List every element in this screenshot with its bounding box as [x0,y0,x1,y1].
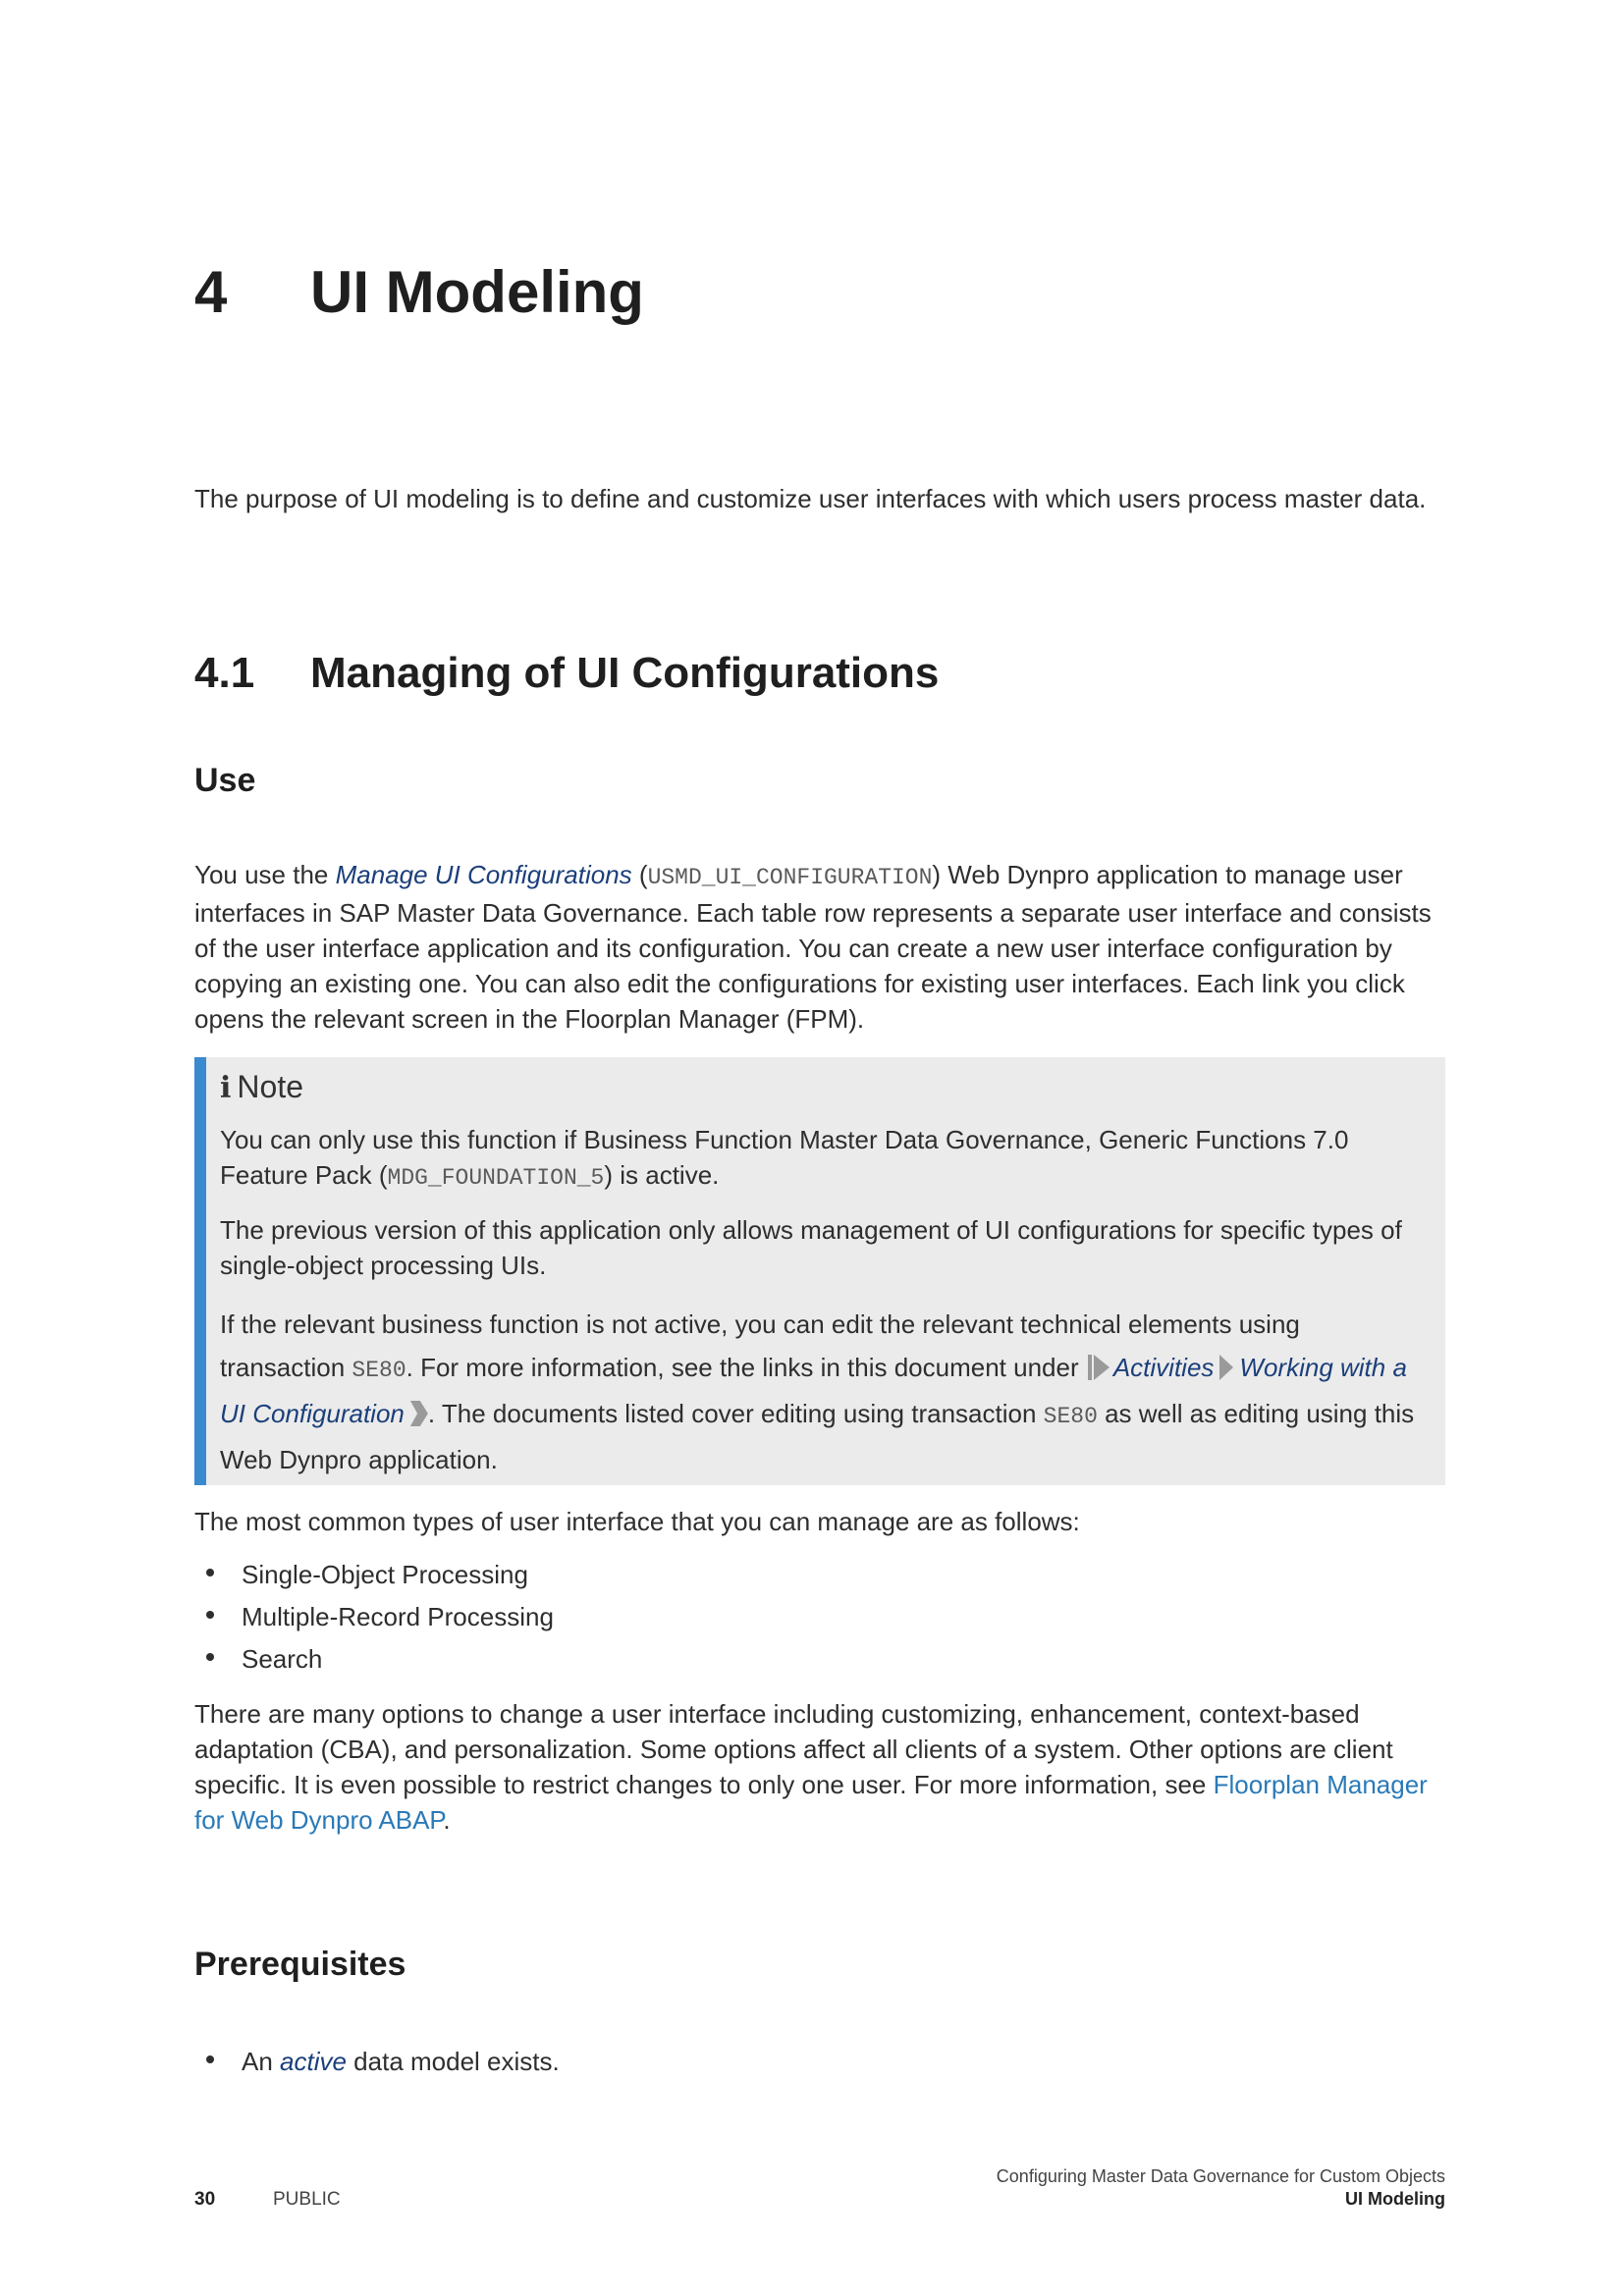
chapter-number: 4 [194,259,228,325]
list-item: Search [194,1641,554,1683]
transaction-code: SE80 [352,1358,406,1383]
manage-ui-configurations-link[interactable]: Manage UI Configurations [335,860,632,889]
note-text: If the relevant business function is not… [220,1309,1300,1382]
activities-link[interactable]: Activities [1112,1353,1215,1382]
options-text: There are many options to change a user … [194,1699,1393,1799]
path-start-bar-icon [1087,1355,1092,1380]
options-text-end: . [443,1805,451,1835]
app-code: USMD_UI_CONFIGURATION [647,865,933,890]
active-link[interactable]: active [280,2047,347,2076]
info-icon: i [220,1071,232,1105]
transaction-code: SE80 [1043,1404,1098,1429]
prereq-text: An [242,2047,281,2076]
path-separator-arrow-icon [1219,1355,1234,1380]
chapter-title: UI Modeling [310,259,644,325]
use-paragraph: You use the Manage UI Configurations (US… [194,857,1451,1037]
list-item: An active data model exists. [194,2044,560,2086]
note-paragraph-2: The previous version of this application… [220,1215,1402,1280]
business-function-code: MDG_FOUNDATION_5 [387,1165,605,1191]
note-text: You can only use this function if Busine… [220,1125,1349,1190]
working-with-ui-configuration-link[interactable]: Working with a UI Configuration [220,1353,1407,1428]
prereq-text: data model exists. [346,2047,560,2076]
options-paragraph: There are many options to change a user … [194,1696,1432,1838]
note-paragraph-3: If the relevant business function is not… [220,1303,1428,1481]
use-heading: Use [194,762,256,799]
note-text: as well as editing using this Web Dynpro… [220,1399,1415,1474]
footer-document-title: Configuring Master Data Governance for C… [996,2166,1445,2186]
footer-chapter-title: UI Modeling [1345,2189,1445,2209]
chapter-intro: The purpose of UI modeling is to define … [194,484,1427,513]
types-intro: The most common types of user interface … [194,1507,1080,1536]
note-text: ) is active. [604,1160,720,1190]
ui-types-list: Single-Object Processing Multiple-Record… [194,1557,554,1683]
prerequisites-heading: Prerequisites [194,1946,406,1983]
page-number: 30 [194,2189,216,2210]
floorplan-manager-link[interactable]: Floorplan Manager for Web Dynpro ABAP [194,1770,1428,1835]
section-number: 4.1 [194,649,255,697]
prerequisites-list: An active data model exists. [194,2044,560,2086]
note-text: . The documents listed cover editing usi… [427,1399,1044,1428]
use-text-end: ) Web Dynpro application to manage user … [194,860,1432,1034]
use-text-paren: ( [631,860,648,889]
section-title: Managing of UI Configurations [310,649,940,697]
note-paragraph-1: You can only use this function if Busine… [220,1122,1428,1196]
note-title: Note [237,1069,303,1104]
path-start-arrow-icon [1093,1355,1110,1380]
path-end-arrow-icon [409,1401,428,1426]
list-item: Multiple-Record Processing [194,1599,554,1641]
classification-label: PUBLIC [273,2189,341,2210]
list-item: Single-Object Processing [194,1557,554,1599]
use-text-start: You use the [194,860,336,889]
note-text: . For more information, see the links in… [406,1353,1086,1382]
